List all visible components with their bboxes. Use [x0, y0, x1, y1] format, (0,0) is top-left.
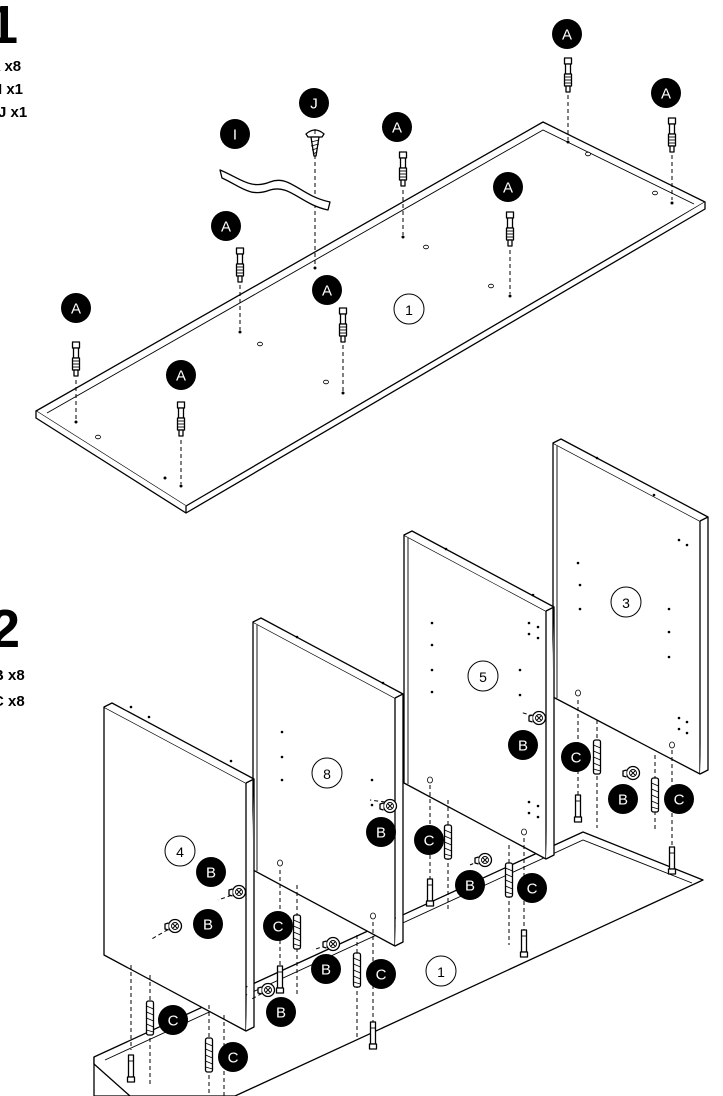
svg-text:A: A — [392, 120, 402, 137]
callout-a-7: A — [552, 19, 582, 49]
svg-text:B: B — [321, 962, 331, 979]
svg-text:B: B — [465, 878, 475, 895]
step-1-qty-j: J x1 — [0, 104, 28, 121]
callout-b-6: B — [193, 909, 223, 939]
callout-c-5: C — [263, 911, 293, 941]
svg-text:B: B — [618, 792, 628, 809]
step-1-qty-a: A x8 — [0, 58, 22, 75]
callout-a-1: A — [61, 293, 91, 323]
callout-c-1: C — [561, 742, 591, 772]
svg-text:C: C — [273, 919, 284, 936]
svg-text:A: A — [562, 27, 572, 44]
svg-text:4: 4 — [176, 844, 184, 860]
step-2-qty-b: B x8 — [0, 667, 25, 684]
callout-a-3: A — [211, 211, 241, 241]
svg-text:B: B — [376, 825, 386, 842]
step-1-qty-i: I x1 — [0, 81, 24, 98]
callout-a-4: A — [312, 275, 342, 305]
callout-c-6: C — [366, 959, 396, 989]
svg-text:A: A — [71, 301, 81, 318]
callout-b-3: B — [366, 817, 396, 847]
svg-text:C: C — [168, 1013, 179, 1030]
svg-text:C: C — [674, 792, 685, 809]
svg-text:C: C — [376, 967, 387, 984]
panel-holes-step2 — [129, 456, 689, 920]
panel-4 — [103, 702, 255, 1032]
panel-label-8: 8 — [311, 757, 343, 789]
panel-label-3: 3 — [610, 586, 642, 618]
svg-text:A: A — [176, 368, 186, 385]
callout-a-5: A — [382, 112, 412, 142]
panel-label-5: 5 — [467, 660, 499, 692]
callout-a-2: A — [166, 360, 196, 390]
callout-b-8: B — [266, 997, 296, 1027]
callout-a-6: A — [493, 172, 523, 202]
step-2-qty-c: C x8 — [0, 693, 25, 710]
svg-text:C: C — [571, 750, 582, 767]
callout-c-7: C — [158, 1005, 188, 1035]
svg-text:B: B — [203, 917, 213, 934]
callout-c-3: C — [414, 825, 444, 855]
callout-j: J — [299, 88, 329, 118]
svg-text:B: B — [276, 1005, 286, 1022]
svg-text:C: C — [424, 833, 435, 850]
callout-b-1: B — [508, 730, 538, 760]
svg-text:A: A — [503, 180, 513, 197]
callout-c-8: C — [218, 1042, 248, 1072]
callout-a-8: A — [651, 78, 681, 108]
step-2-number: 2 — [0, 599, 21, 659]
callout-b-7: B — [311, 954, 341, 984]
callout-i: I — [220, 119, 250, 149]
svg-text:B: B — [518, 738, 528, 755]
svg-text:A: A — [661, 86, 671, 103]
panel-label-1-bottom: 1 — [425, 955, 457, 987]
panel-1-holes — [74, 140, 674, 488]
callout-b-4: B — [455, 870, 485, 900]
svg-text:C: C — [527, 881, 538, 898]
svg-text:J: J — [310, 96, 318, 113]
panel-label-1-top: 1 — [393, 293, 425, 325]
leader-lines-step1 — [75, 95, 673, 484]
screw-j-icon — [305, 129, 325, 157]
panel-5 — [403, 530, 555, 860]
callout-c-2: C — [664, 784, 694, 814]
svg-text:3: 3 — [622, 595, 630, 611]
panel-label-4: 4 — [164, 835, 196, 867]
callout-c-4: C — [517, 873, 547, 903]
svg-text:1: 1 — [405, 302, 413, 318]
svg-text:A: A — [221, 219, 231, 236]
callout-b-5: B — [196, 857, 226, 887]
step-1-number: 1 — [0, 0, 19, 55]
svg-text:8: 8 — [323, 766, 331, 782]
svg-text:5: 5 — [479, 669, 487, 685]
svg-text:B: B — [206, 865, 216, 882]
svg-text:C: C — [228, 1050, 239, 1067]
strip-i-icon — [219, 169, 331, 211]
callout-b-2: B — [608, 784, 638, 814]
svg-text:A: A — [322, 283, 332, 300]
svg-text:1: 1 — [437, 964, 445, 980]
panel-1-top — [35, 121, 706, 514]
svg-text:I: I — [233, 127, 237, 144]
